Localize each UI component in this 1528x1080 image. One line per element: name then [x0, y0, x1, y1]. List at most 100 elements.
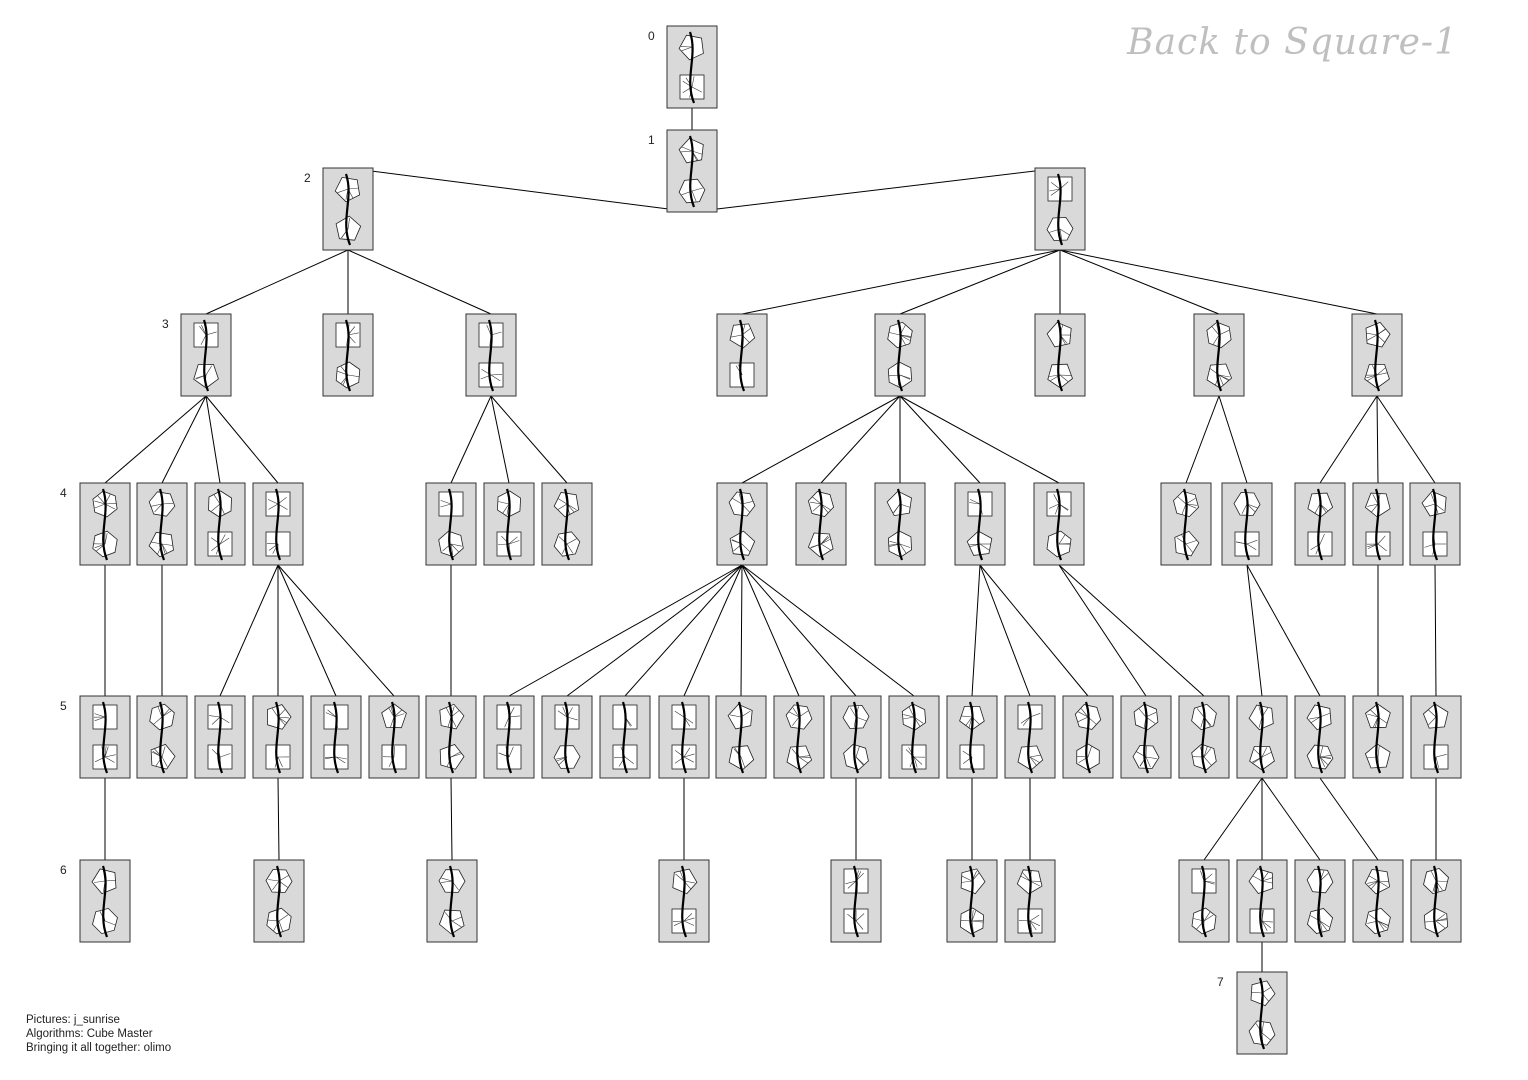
- shape-card: [136, 695, 188, 779]
- tree-edge: [820, 395, 901, 484]
- shape-card: [666, 129, 718, 213]
- shape-card: [1160, 482, 1212, 566]
- shape-card: [136, 482, 188, 566]
- shape-card: [252, 695, 304, 779]
- tree-edge: [347, 167, 693, 213]
- tree-edge: [741, 564, 915, 697]
- tree-edge: [161, 395, 207, 484]
- shape-card: [1221, 482, 1273, 566]
- tree-edge: [1203, 777, 1263, 861]
- tree-edge: [205, 249, 349, 315]
- tree-edge: [1185, 395, 1220, 484]
- shape-card: [874, 482, 926, 566]
- shape-card: [1351, 313, 1403, 397]
- tree-edge: [450, 395, 492, 484]
- shape-card: [310, 695, 362, 779]
- tree-edge: [205, 395, 221, 484]
- shape-card: [716, 313, 768, 397]
- level-label-5: 5: [60, 699, 67, 713]
- tree-edge: [508, 564, 743, 697]
- shape-card: [874, 313, 926, 397]
- shape-card: [194, 482, 246, 566]
- tree-edge: [740, 564, 743, 697]
- tree-nodes: [79, 25, 1462, 1055]
- tree-edge: [1376, 395, 1436, 484]
- tree-edge: [741, 564, 857, 697]
- shape-card: [1352, 695, 1404, 779]
- shape-card: [1236, 859, 1288, 943]
- shape-card: [1034, 313, 1086, 397]
- level-label-7: 7: [1217, 975, 1224, 989]
- tree-edge: [1319, 777, 1379, 861]
- shape-card: [425, 482, 477, 566]
- shape-card: [1033, 482, 1085, 566]
- tree-edge: [691, 167, 1061, 213]
- shape-card: [1352, 482, 1404, 566]
- shape-card: [425, 695, 477, 779]
- shape-card: [79, 859, 131, 943]
- shape-card: [946, 859, 998, 943]
- tree-edge: [971, 564, 981, 697]
- tree-edge: [1246, 564, 1263, 697]
- tree-edge: [1058, 564, 1205, 697]
- shape-card: [1410, 695, 1462, 779]
- level-label-4: 4: [60, 486, 67, 500]
- level-label-1: 1: [648, 133, 655, 147]
- shape-card: [830, 859, 882, 943]
- tree-edge: [1261, 777, 1321, 861]
- shape-card: [541, 695, 593, 779]
- tree-edge: [1058, 564, 1147, 697]
- shape-card: [1178, 859, 1230, 943]
- tree-edge: [450, 777, 453, 861]
- shape-card: [322, 167, 374, 251]
- shape-card: [322, 313, 374, 397]
- tree-edge: [277, 564, 395, 697]
- tree-edge: [979, 564, 1031, 697]
- credit-algorithms: Algorithms: Cube Master: [26, 1028, 153, 1040]
- tree-edge: [1246, 564, 1321, 697]
- level-label-6: 6: [60, 863, 67, 877]
- shape-card: [1004, 695, 1056, 779]
- tree-edges: [104, 108, 1437, 972]
- tree-edge: [205, 395, 279, 484]
- shape-card: [1352, 859, 1404, 943]
- tree-edge: [1434, 564, 1437, 697]
- shape-card: [426, 859, 478, 943]
- shape-card: [194, 695, 246, 779]
- shape-card: [180, 313, 232, 397]
- shape-card: [716, 482, 768, 566]
- tree-edge: [1319, 395, 1378, 484]
- tree-edge: [899, 395, 981, 484]
- tree-edge: [104, 395, 207, 484]
- tree-edge: [741, 249, 1061, 315]
- shape-card: [715, 695, 767, 779]
- tree-edge: [277, 777, 280, 861]
- tree-edge: [1059, 249, 1220, 315]
- shape-card: [541, 482, 593, 566]
- shape-card: [954, 482, 1006, 566]
- page-title: Back to Square-1: [1127, 22, 1458, 63]
- tree-edge: [1218, 395, 1248, 484]
- tree-edge: [490, 395, 568, 484]
- shape-card: [483, 695, 535, 779]
- shape-card: [946, 695, 998, 779]
- shape-card: [658, 859, 710, 943]
- tree-edge: [566, 564, 743, 697]
- shape-card: [253, 859, 305, 943]
- tree-edge: [1376, 395, 1379, 484]
- tree-edge: [741, 564, 800, 697]
- tree-edge: [1059, 249, 1378, 315]
- shape-card: [830, 695, 882, 779]
- shape-card: [252, 482, 304, 566]
- tree-edge: [277, 564, 337, 697]
- shape-card: [1062, 695, 1114, 779]
- shape-card: [1294, 482, 1346, 566]
- shape-card: [773, 695, 825, 779]
- credits: Pictures: j_sunrise Algorithms: Cube Mas…: [26, 1013, 171, 1055]
- credit-pictures: Pictures: j_sunrise: [26, 1014, 120, 1026]
- shape-card: [1409, 482, 1461, 566]
- shape-card: [1294, 859, 1346, 943]
- shape-card: [888, 695, 940, 779]
- level-label-0: 0: [648, 29, 655, 43]
